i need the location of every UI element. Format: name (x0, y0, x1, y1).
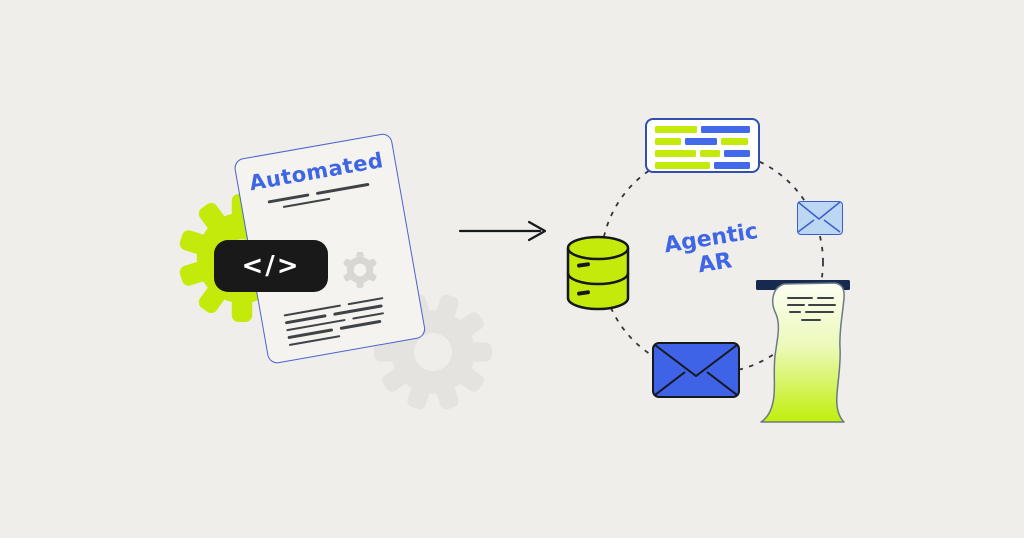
mail-flap-lines (654, 344, 738, 396)
dashed-cycle-circle (600, 150, 824, 374)
mail-flap-lines (797, 201, 841, 233)
code-icon: </> (241, 251, 301, 281)
mail-icon-large (652, 342, 740, 398)
database-icon (566, 235, 630, 311)
mail-icon-small (797, 201, 843, 235)
large-gear-icon (374, 294, 492, 410)
spreadsheet-card (645, 118, 760, 173)
spreadsheet-rows (655, 126, 750, 169)
receipt-icon (756, 280, 850, 423)
arrow-right-icon (458, 220, 547, 242)
code-badge: </> (214, 240, 328, 292)
document-text-lines-bottom (283, 292, 389, 347)
receipt-text-lines (787, 297, 836, 321)
small-gear-icon (343, 252, 377, 288)
